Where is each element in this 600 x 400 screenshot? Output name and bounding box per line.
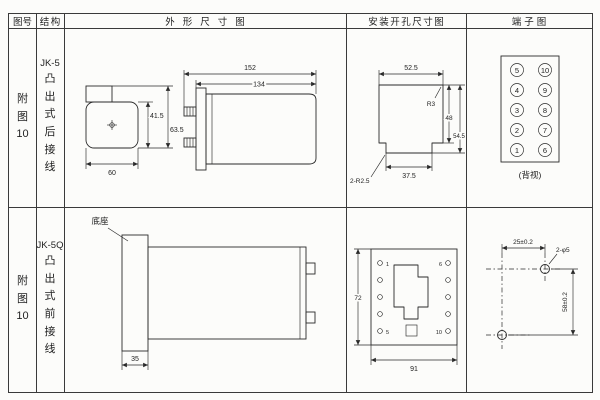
dim-2-phi5: 2-φ5 [556,247,570,254]
dim-152: 152 [244,65,256,72]
col-header-terminal-label: 端子图 [511,17,550,28]
row2-fig-no-cell: 附图10 [9,207,36,392]
row1-fig-no: 附图10 [16,93,29,141]
terminal-num-2: 2 [515,126,519,135]
fixing-hole-bottom [497,330,507,340]
row2-outline-cell: 底座 35 [64,207,346,392]
row2-structure-cell: JK-5Q 凸出式前接线 [36,207,64,392]
terminal-block-outline [500,55,560,163]
terminal-num-10: 10 [541,66,549,75]
col-header-fig-no-label: 图号 [12,17,32,28]
hole-label-6: 6 [439,262,442,268]
dim-2-r2-5: 2-R2.5 [350,178,370,185]
dim-35: 35 [131,356,139,363]
hole-label-1: 1 [386,262,389,268]
inner-cutout [393,264,429,320]
dim-72: 72 [354,295,362,302]
table-gridline [466,14,467,392]
dim-37-5: 37.5 [402,173,416,180]
row2-fig-no: 附图10 [16,275,29,323]
terminal-caption-rear-view: (背视) [519,170,542,180]
terminal-num-4: 4 [515,86,519,95]
row2-terminal-drawing: 25±0.2 2-φ5 58±0.2 [486,239,578,349]
side-flange [195,87,207,171]
terminal-num-1: 1 [515,146,519,155]
front-terminal-block [85,85,113,103]
cutout-outline [378,84,444,154]
row1-fig-no-cell: 附图10 [9,28,36,207]
col-header-outline-label: 外形尺寸图 [165,17,253,28]
row1-outline-cell: 41.5 63.5 60 [64,28,346,207]
row2-outline-drawing: 底座 35 [91,216,316,370]
table-gridline [36,14,37,392]
col-header-outline: 外形尺寸图 [64,14,346,28]
base-plate [121,234,149,352]
row1-outline-drawing: 41.5 63.5 60 [85,65,317,177]
table-gridline [9,28,592,29]
panel-cutout-outline [370,248,458,346]
terminal-num-3: 3 [515,106,519,115]
row2-structure-text: 凸出式前接线 [44,255,56,356]
dim-134: 134 [253,82,265,89]
col-header-mounting: 安装开孔尺寸图 [346,14,466,28]
dim-r3: R3 [427,101,436,108]
front-body [85,101,139,149]
inner-small-cutout [405,324,418,337]
col-header-fig-no: 图号 [9,14,36,28]
terminal-num-6: 6 [543,146,547,155]
dim-25: 25±0.2 [513,239,533,246]
row1-terminal-drawing: 5 4 3 2 1 10 9 8 7 6 (背视) [500,55,560,180]
row1-model: JK-5 [40,58,60,70]
fixing-hole-top [540,264,550,274]
terminal-num-9: 9 [543,86,547,95]
relay-body [147,246,307,340]
dim-91: 91 [410,366,418,373]
row2-mounting-cell: 1 6 5 10 72 91 [346,207,466,392]
table-gridline [64,14,65,392]
dim-41-5: 41.5 [150,113,164,120]
doc-table: 图号 结构 外形尺寸图 安装开孔尺寸图 端子图 附图10 JK-5 凸出式后接线 [8,13,593,393]
terminal-num-7: 7 [543,126,547,135]
row2-model: JK-5Q [36,240,64,252]
dim-52-5: 52.5 [404,65,418,72]
hole-label-10: 10 [436,330,442,336]
front-stud-top [305,262,316,275]
row2-terminal-cell: 25±0.2 2-φ5 58±0.2 [466,207,592,392]
col-header-structure-label: 结构 [39,17,62,28]
row1-structure-text: 凸出式后接线 [44,73,56,174]
col-header-structure: 结构 [36,14,64,28]
dim-58: 58±0.2 [562,292,569,312]
terminal-num-5: 5 [515,66,519,75]
row1-structure-cell: JK-5 凸出式后接线 [36,28,64,207]
dim-63-5: 63.5 [170,127,184,134]
side-body [205,93,317,165]
terminal-num-8: 8 [543,106,547,115]
dim-60: 60 [108,170,116,177]
dim-48: 48 [445,115,453,122]
hole-label-5: 5 [386,330,389,336]
col-header-mounting-label: 安装开孔尺寸图 [368,17,446,28]
row2-mounting-drawing: 1 6 5 10 72 91 [353,248,458,373]
col-header-terminal: 端子图 [466,14,592,28]
dim-54-5: 54.5 [453,134,465,140]
row1-terminal-cell: 5 4 3 2 1 10 9 8 7 6 (背视) [466,28,592,207]
row1-mounting-drawing: 52.5 R3 48 54.5 2-R2.5 37 [350,65,466,185]
table-gridline [9,207,592,208]
front-stud-bottom [305,311,316,324]
table-gridline [346,14,347,392]
row1-mounting-cell: 52.5 R3 48 54.5 2-R2.5 37 [346,28,466,207]
label-base: 底座 [91,216,109,226]
